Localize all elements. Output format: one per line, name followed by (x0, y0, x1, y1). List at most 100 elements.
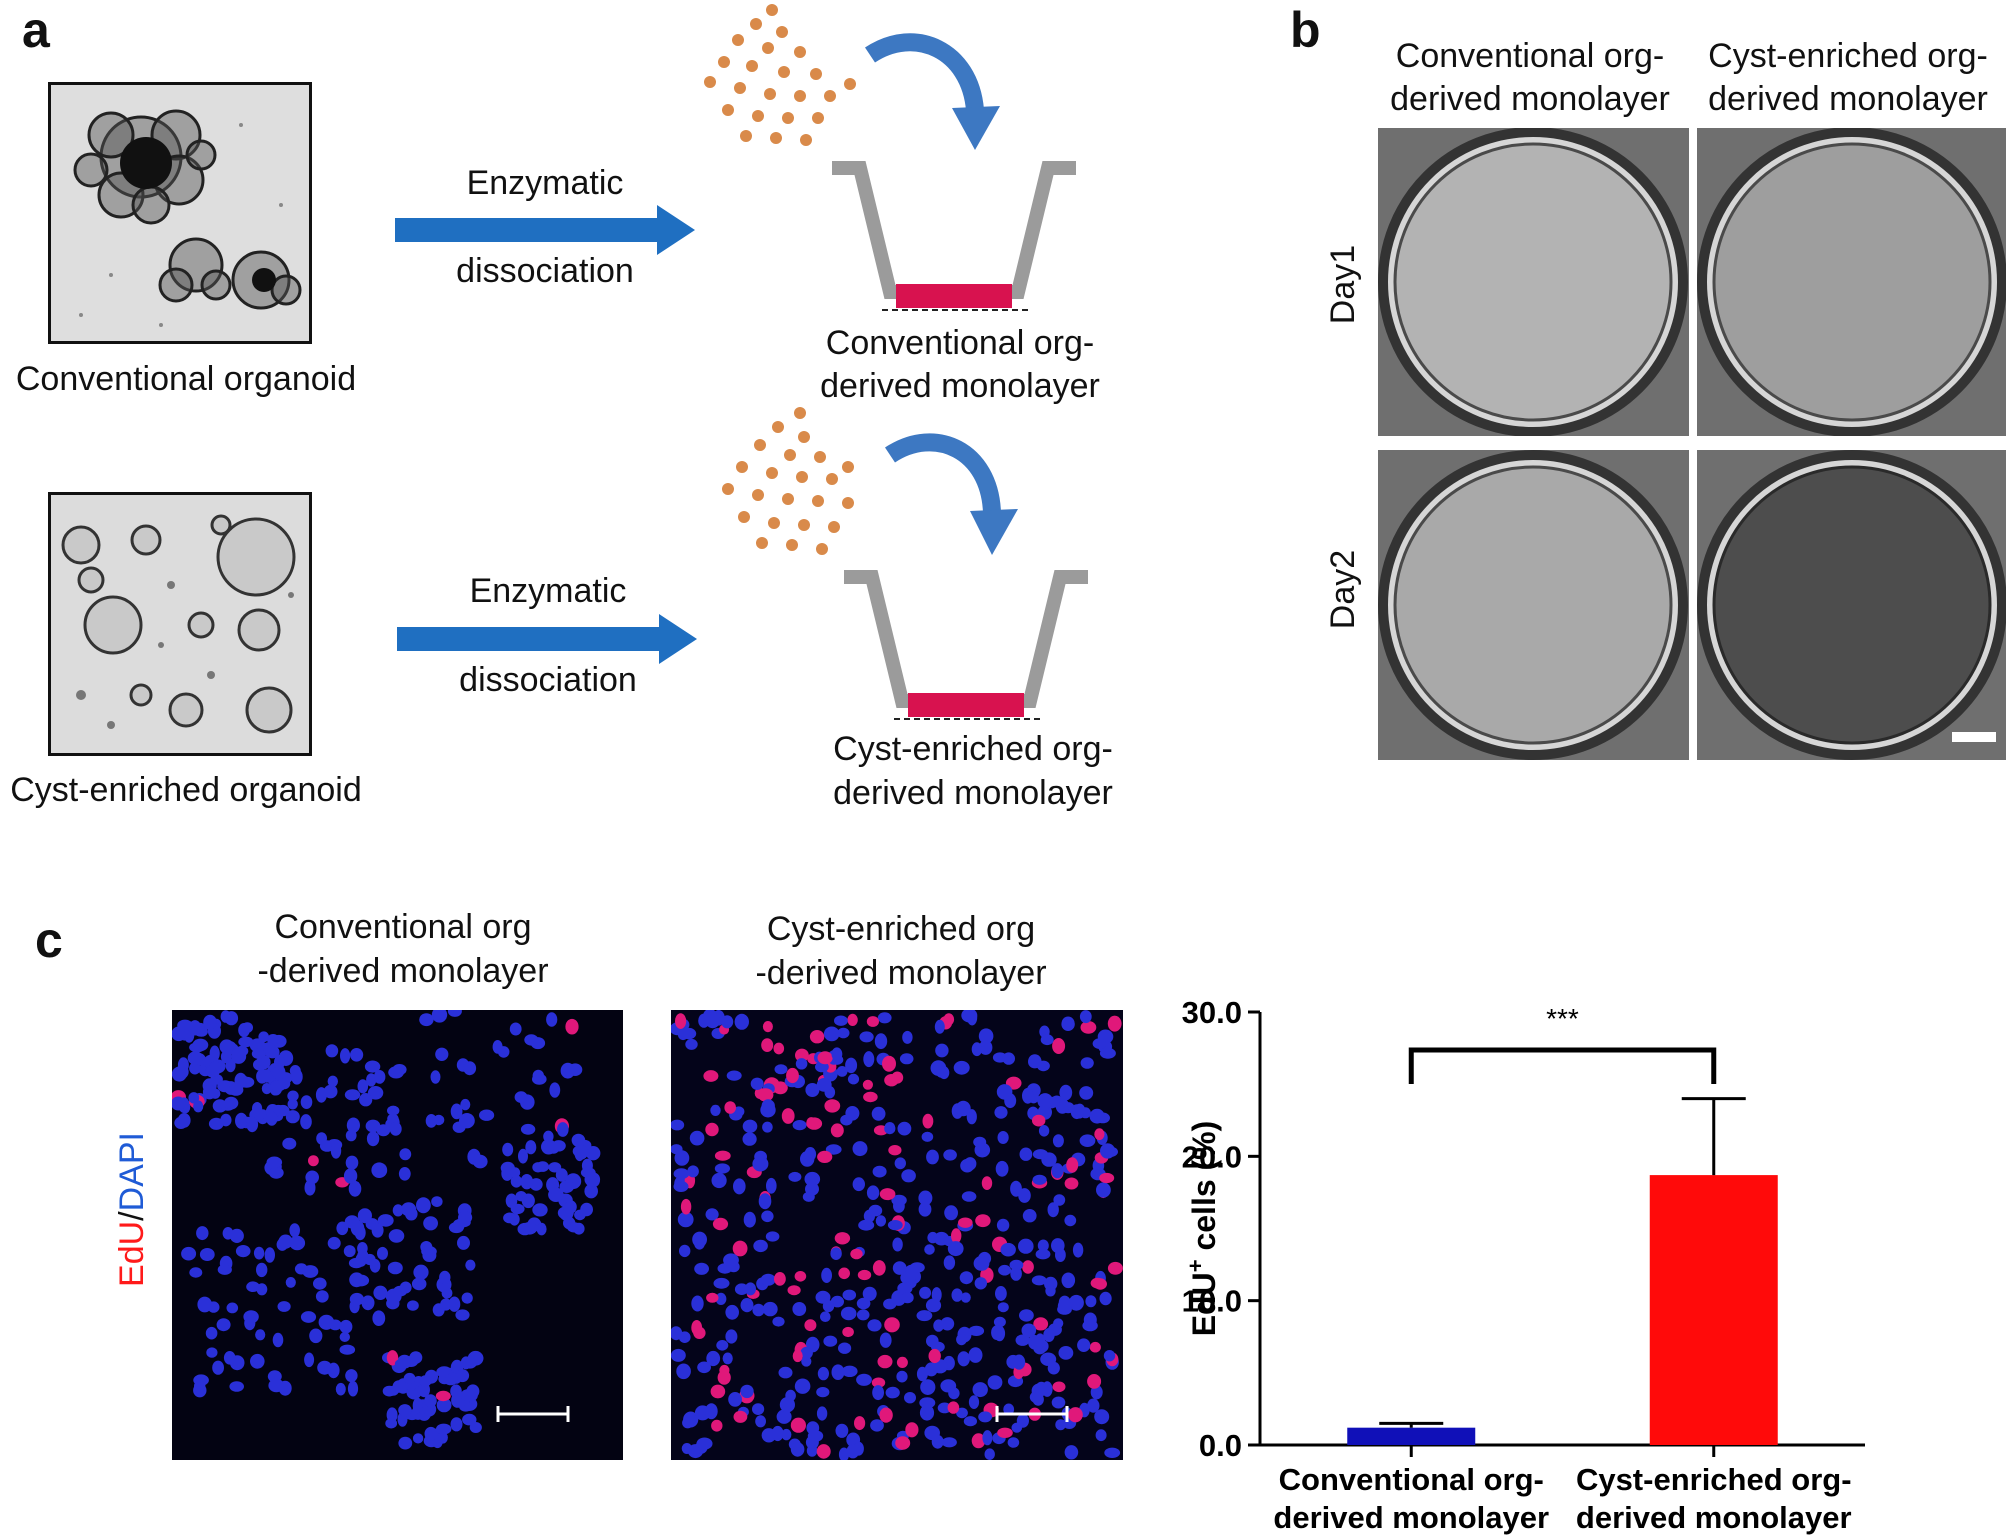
nucleus (993, 1316, 1006, 1328)
nucleus (436, 1397, 452, 1413)
nucleus (559, 1180, 574, 1193)
nucleus (588, 1174, 600, 1187)
nucleus (465, 1259, 476, 1271)
nucleus (933, 1319, 944, 1332)
nucleus (536, 1161, 550, 1172)
nucleus (246, 1116, 259, 1133)
nucleus (1079, 1134, 1096, 1147)
nucleus (685, 1038, 698, 1050)
nucleus (762, 1021, 773, 1033)
nucleus (547, 1179, 559, 1194)
nucleus (282, 1137, 297, 1150)
nucleus (968, 1347, 983, 1363)
nucleus (261, 1083, 272, 1095)
nucleus (217, 1264, 232, 1275)
nucleus (714, 1163, 730, 1174)
nucleus (765, 1231, 780, 1242)
nucleus (710, 1104, 721, 1116)
nucleus (520, 1123, 536, 1135)
nucleus (377, 1214, 394, 1227)
nucleus (357, 1208, 372, 1224)
nucleus (431, 1010, 448, 1023)
nucleus (343, 1168, 358, 1184)
nucleus (831, 1364, 845, 1380)
nucleus (836, 1066, 848, 1077)
c-img2-line1: Cyst-enriched org (766, 910, 1036, 948)
nucleus (800, 1346, 813, 1359)
stain-edu: EdU (112, 1220, 151, 1287)
nucleus (972, 1382, 988, 1398)
nucleus (971, 1042, 983, 1057)
nucleus (335, 1382, 346, 1396)
nucleus (801, 1356, 812, 1367)
nucleus (687, 1165, 699, 1178)
nucleus (188, 1092, 200, 1104)
nucleus (347, 1380, 359, 1397)
nucleus (1057, 1304, 1072, 1315)
nucleus (943, 1013, 955, 1026)
nucleus (266, 1111, 278, 1126)
nucleus (181, 1246, 197, 1261)
nucleus (992, 1052, 1008, 1063)
nucleus (792, 1349, 803, 1363)
nucleus (896, 1370, 908, 1383)
nucleus (250, 1353, 265, 1369)
nucleus (510, 1175, 523, 1188)
nucleus (272, 1065, 286, 1080)
nucleus (197, 1296, 212, 1313)
nucleus (1022, 1087, 1034, 1104)
nucleus (696, 1437, 713, 1450)
nucleus (673, 1181, 689, 1192)
nucleus (1099, 1047, 1116, 1059)
nucleus (694, 1262, 709, 1275)
nucleus (973, 1136, 987, 1148)
nucleus (766, 1177, 777, 1194)
nucleus (253, 1246, 265, 1260)
nucleus (265, 1045, 280, 1059)
nucleus (435, 1047, 449, 1061)
nucleus (858, 1219, 875, 1231)
result1-line1: Conventional org- (825, 324, 1095, 362)
nucleus (389, 1122, 402, 1136)
nucleus (835, 1423, 849, 1438)
y-tick-label: 30.0 (1182, 995, 1242, 1030)
nucleus (388, 1229, 405, 1243)
nucleus (953, 1060, 970, 1075)
nucleus (422, 1248, 437, 1262)
nucleus (430, 1070, 441, 1084)
nucleus (1082, 1319, 1098, 1332)
panel-letter-a: a (22, 2, 50, 58)
nucleus (891, 1194, 907, 1206)
nucleus (744, 1282, 756, 1296)
nucleus (287, 1090, 299, 1102)
nucleus (816, 1444, 831, 1459)
nucleus (398, 1404, 412, 1417)
nucleus (804, 1147, 817, 1162)
nucleus (753, 1239, 768, 1253)
nucleus (995, 1160, 1009, 1177)
nucleus (580, 1167, 596, 1178)
nucleus (372, 1310, 386, 1326)
stain-separator: / (112, 1211, 151, 1221)
nucleus (875, 1215, 887, 1227)
nucleus (565, 1018, 579, 1035)
nucleus (951, 1288, 963, 1302)
nucleus (1087, 1398, 1100, 1413)
nucleus (821, 1267, 832, 1283)
nucleus (919, 1404, 935, 1421)
nucleus (674, 1150, 690, 1166)
nucleus (229, 1381, 244, 1392)
transwell-insert-1 (832, 161, 1076, 311)
nucleus (994, 1106, 1008, 1119)
nucleus (850, 1248, 863, 1260)
nucleus (268, 1378, 285, 1393)
nucleus (922, 1113, 934, 1129)
nucleus (403, 1356, 419, 1367)
nucleus (761, 1210, 774, 1223)
nucleus (1107, 1015, 1122, 1032)
nucleus (961, 1191, 977, 1202)
nucleus (285, 1110, 300, 1124)
nucleus (943, 1149, 957, 1161)
nucleus (895, 1436, 911, 1450)
nucleus (758, 1193, 772, 1210)
